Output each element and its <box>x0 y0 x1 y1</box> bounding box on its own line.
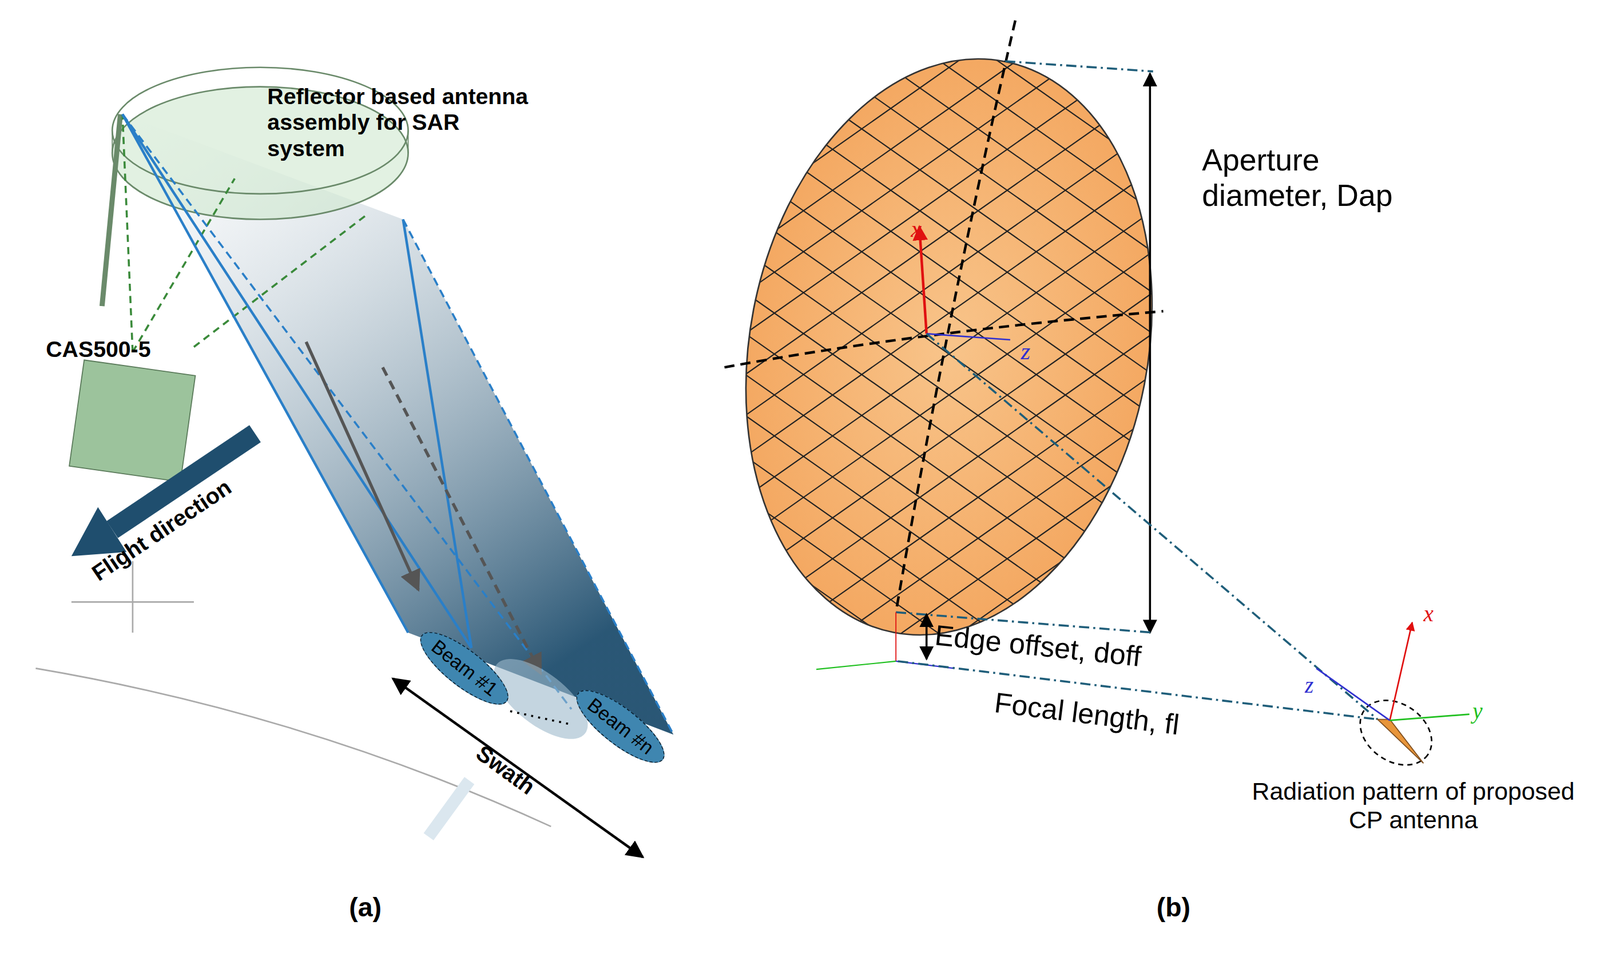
figure-label: x <box>910 215 922 244</box>
figure-label: y <box>1472 698 1483 725</box>
figure-label: (a) <box>348 892 382 924</box>
figure-label: Radiation pattern of proposed CP antenna <box>1244 777 1582 835</box>
figure-label: Reflector based antenna assembly for SAR… <box>267 83 533 161</box>
figure-label: Swath <box>470 740 540 801</box>
figure-label: Edge offset, doff <box>933 619 1143 674</box>
figure-label: x <box>1423 601 1434 627</box>
figure-label: Focal length, fl <box>992 686 1181 742</box>
figure-label: Aperture diameter, Dap <box>1201 143 1447 214</box>
figure-label: z <box>1020 338 1031 367</box>
figure-label: CAS500-5 <box>45 336 151 363</box>
figure-label: z <box>1304 672 1314 699</box>
figure-label: (b) <box>1156 892 1191 924</box>
